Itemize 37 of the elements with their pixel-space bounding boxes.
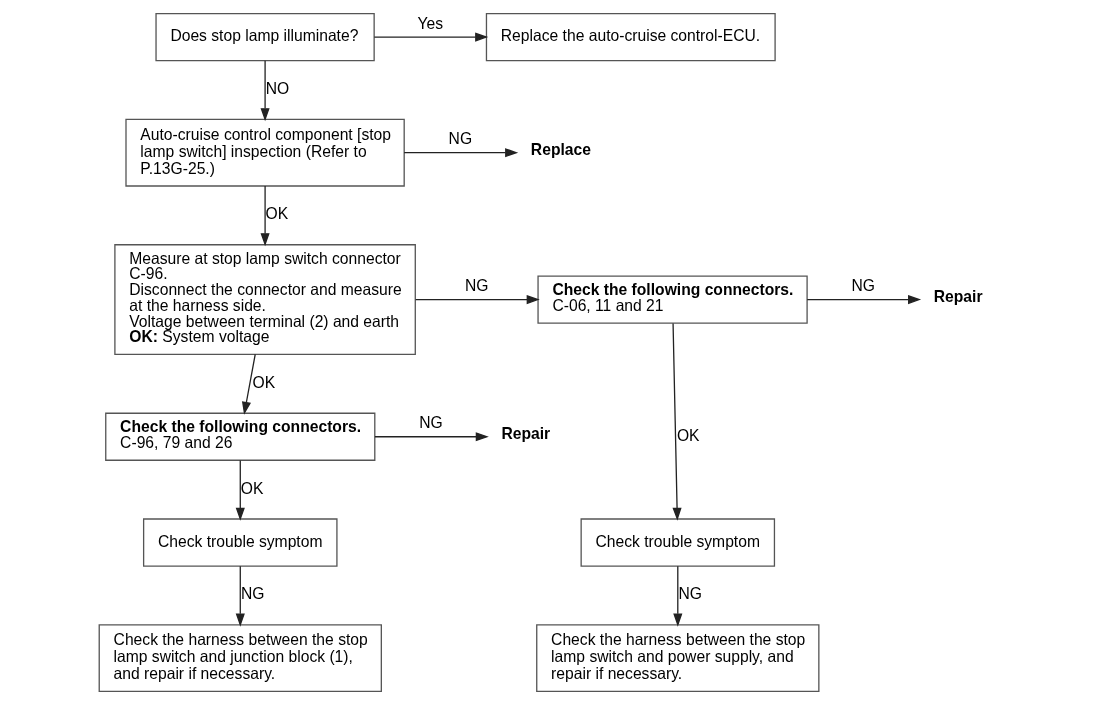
- edge-label: NG: [240, 585, 264, 603]
- edge-label: NG: [418, 414, 443, 432]
- node-text: Replace: [530, 141, 591, 159]
- arrow: [373, 32, 488, 42]
- node-box: Check the following connectors. C-06, 11 and 21: [536, 275, 808, 324]
- node-box: Check the harness between the stop lamp switch and junction block (1), and repair if necessary.: [98, 624, 382, 693]
- edge-label: OK: [265, 205, 288, 223]
- node-box: Check trouble symptom: [580, 518, 775, 567]
- edge-label: NG: [851, 277, 875, 295]
- edge-label: Yes: [417, 14, 443, 32]
- edge-label: NG: [677, 585, 702, 603]
- node-box: Auto-cruise control component [stop lamp switch] inspection (Refer to P.13G-25.): [124, 118, 405, 187]
- edge-label: OK: [240, 479, 263, 497]
- node-box: Does stop lamp illuminate?: [154, 12, 375, 62]
- arrow: [403, 148, 518, 158]
- node-text: Repair: [933, 288, 983, 306]
- arrow: [260, 60, 270, 122]
- arrow: [235, 565, 245, 627]
- arrow: [373, 432, 489, 442]
- node-box: Check the harness between the stop lamp switch and power supply, and repair if necessary.: [535, 624, 819, 693]
- edge-label: NG: [464, 277, 488, 295]
- arrow: [672, 565, 682, 627]
- arrow: [235, 459, 245, 521]
- node-box: Measure at stop lamp switch connector C-96. Disconnect the connector and measure at the harness side. Voltage between terminal (2) and earth OK: System voltage: [113, 244, 416, 356]
- arrow: [414, 295, 540, 305]
- edge-label: NO: [265, 80, 289, 98]
- node-box: Replace the auto-cruise control-ECU.: [485, 12, 776, 62]
- edge-label: OK: [251, 373, 275, 391]
- edge-label: OK: [676, 426, 700, 444]
- arrow: [806, 295, 921, 305]
- arrow: [671, 322, 682, 521]
- arrow: [241, 353, 256, 415]
- node-text: Repair: [500, 425, 550, 443]
- node-box: Check trouble symptom: [142, 518, 338, 567]
- edge-label: NG: [448, 130, 472, 148]
- arrow: [260, 185, 270, 247]
- node-box: Check the following connectors. C-96, 79 and 26: [104, 412, 375, 461]
